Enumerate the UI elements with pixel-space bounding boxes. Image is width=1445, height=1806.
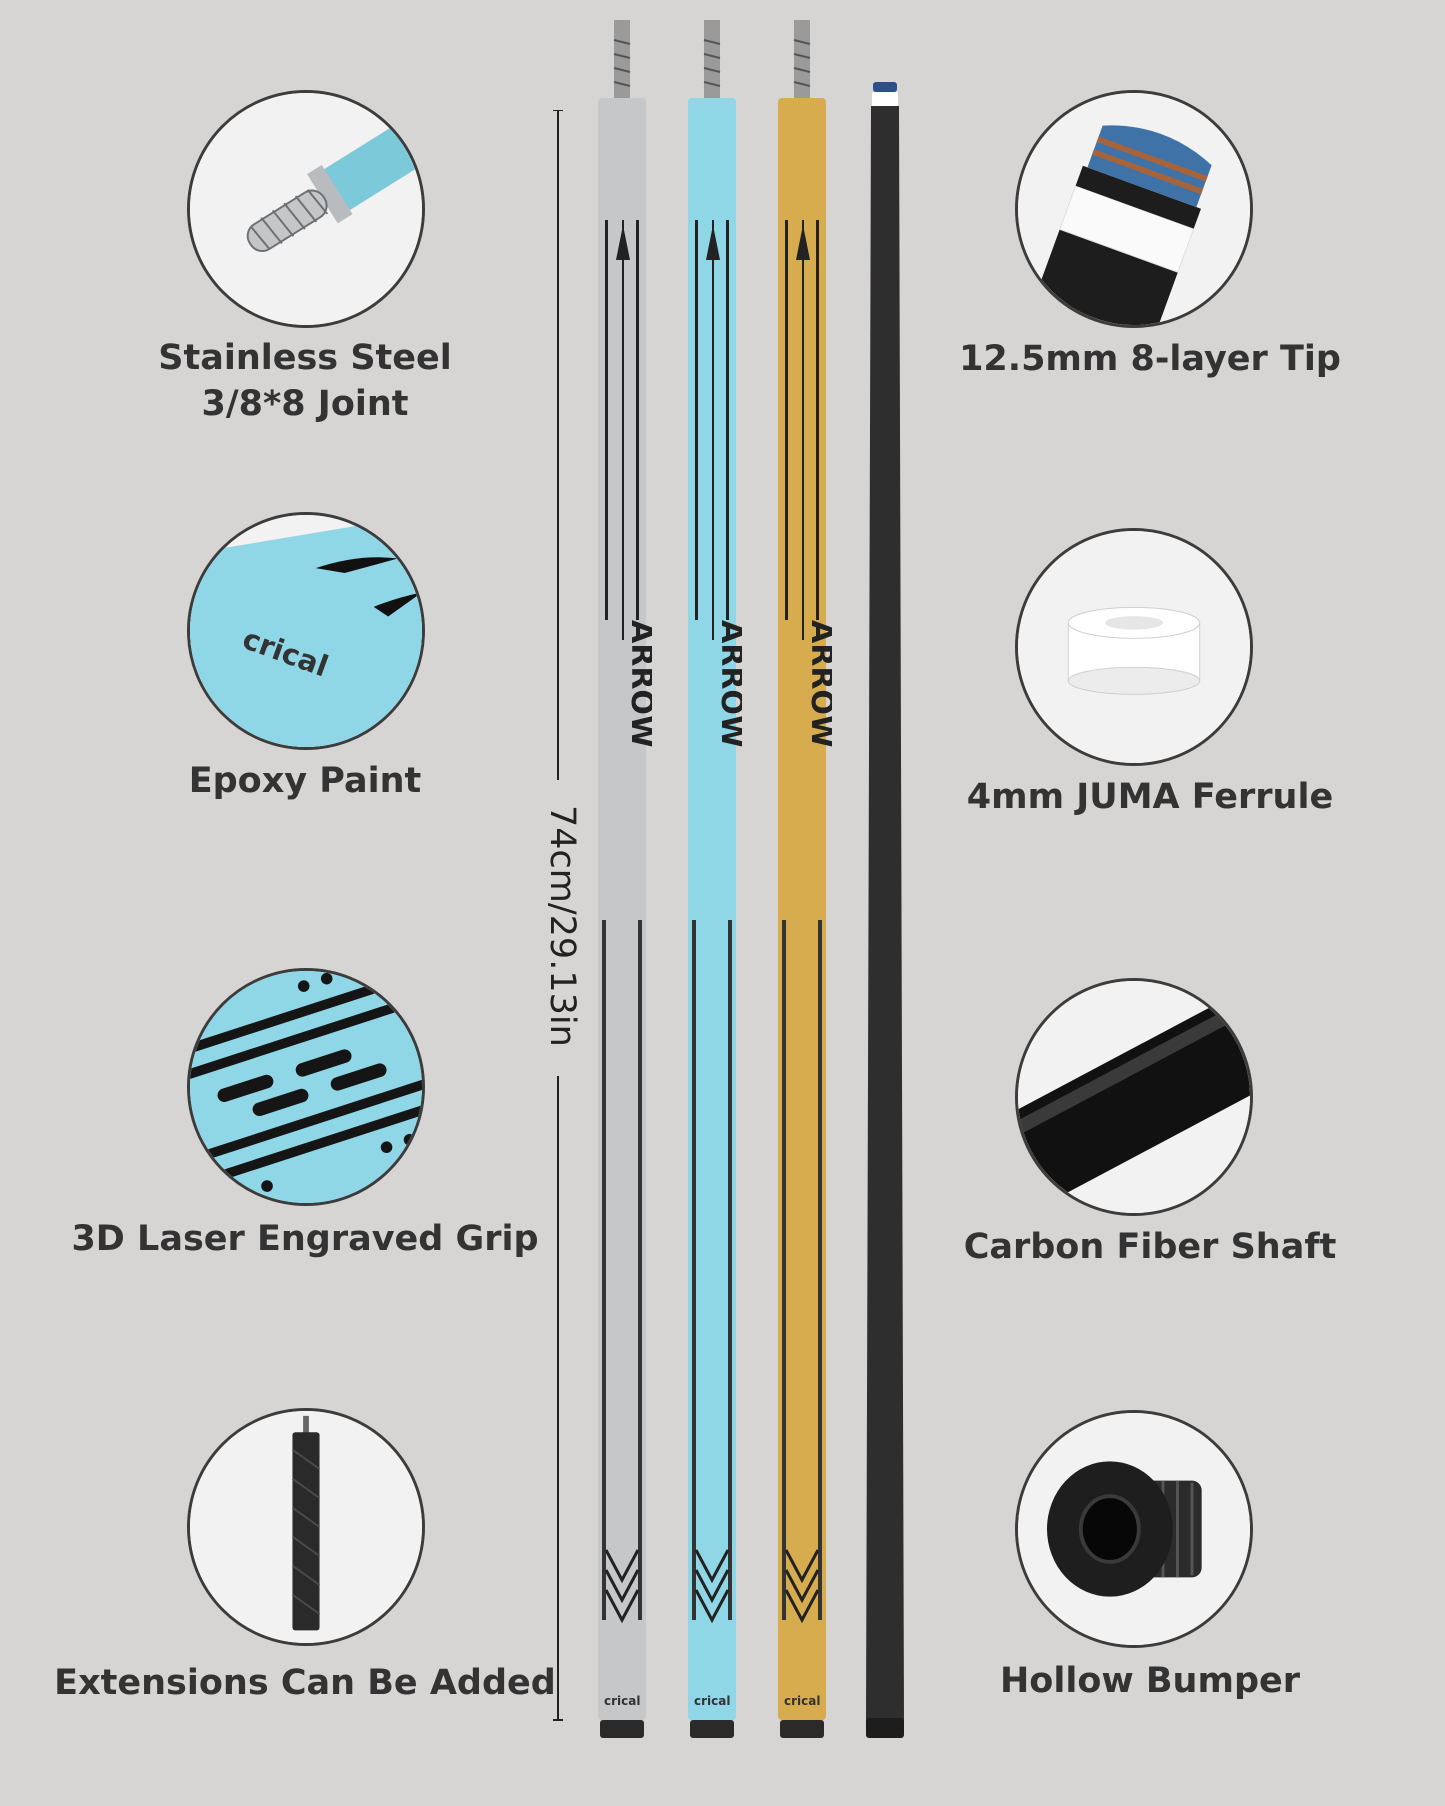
- epoxy-label: Epoxy Paint: [188, 761, 422, 801]
- feature-joint: Stainless Steel 3/8*8 Joint: [25, 90, 585, 430]
- feature-shaft: Carbon Fiber Shaft: [870, 978, 1430, 1278]
- feature-epoxy: crical Epoxy Paint: [25, 512, 585, 812]
- ferrule-icon: [1015, 528, 1253, 766]
- joint-label-line-2: 3/8*8 Joint: [201, 384, 409, 424]
- blue-model-text: ARROW: [714, 620, 742, 748]
- feature-grip: 3D Laser Engraved Grip: [25, 968, 585, 1268]
- tip-label: 12.5mm 8-layer Tip: [959, 339, 1341, 379]
- grip-label: 3D Laser Engraved Grip: [71, 1219, 539, 1259]
- laser-grip-icon: [187, 968, 425, 1206]
- feature-bumper: Hollow Bumper: [870, 1410, 1430, 1710]
- bumper-label: Hollow Bumper: [999, 1661, 1300, 1701]
- cue-butt-silver: ARROW crical: [592, 20, 652, 1740]
- blue-brand-text: crical: [694, 1694, 730, 1708]
- carbon-shaft: [860, 82, 910, 1742]
- screw-joint-icon: [187, 90, 425, 328]
- bumper-icon: [1015, 1410, 1253, 1648]
- carbon-shaft-icon: [1015, 978, 1253, 1216]
- layered-tip-icon: [1015, 90, 1253, 328]
- shaft-label: Carbon Fiber Shaft: [963, 1227, 1337, 1267]
- dimension-label: 74cm/29.13in: [542, 805, 582, 1047]
- silver-model-text: ARROW: [624, 620, 652, 748]
- gold-model-text: ARROW: [804, 620, 832, 748]
- joint-label-line-1: Stainless Steel: [158, 338, 452, 378]
- silver-brand-text: crical: [604, 1694, 640, 1708]
- gold-brand-text: crical: [784, 1694, 820, 1708]
- extension-label: Extensions Can Be Added: [54, 1663, 556, 1703]
- extension-icon: [187, 1408, 425, 1646]
- cue-butt-gold: ARROW crical: [772, 20, 832, 1740]
- feature-ferrule: 4mm JUMA Ferrule: [870, 528, 1430, 828]
- dimension-line: [553, 110, 563, 1721]
- feature-extension: Extensions Can Be Added: [25, 1408, 585, 1708]
- feature-tip: 12.5mm 8-layer Tip: [870, 90, 1430, 390]
- ferrule-label: 4mm JUMA Ferrule: [966, 777, 1334, 817]
- epoxy-butt-icon: crical: [187, 512, 425, 750]
- cue-butt-blue: ARROW crical: [682, 20, 742, 1740]
